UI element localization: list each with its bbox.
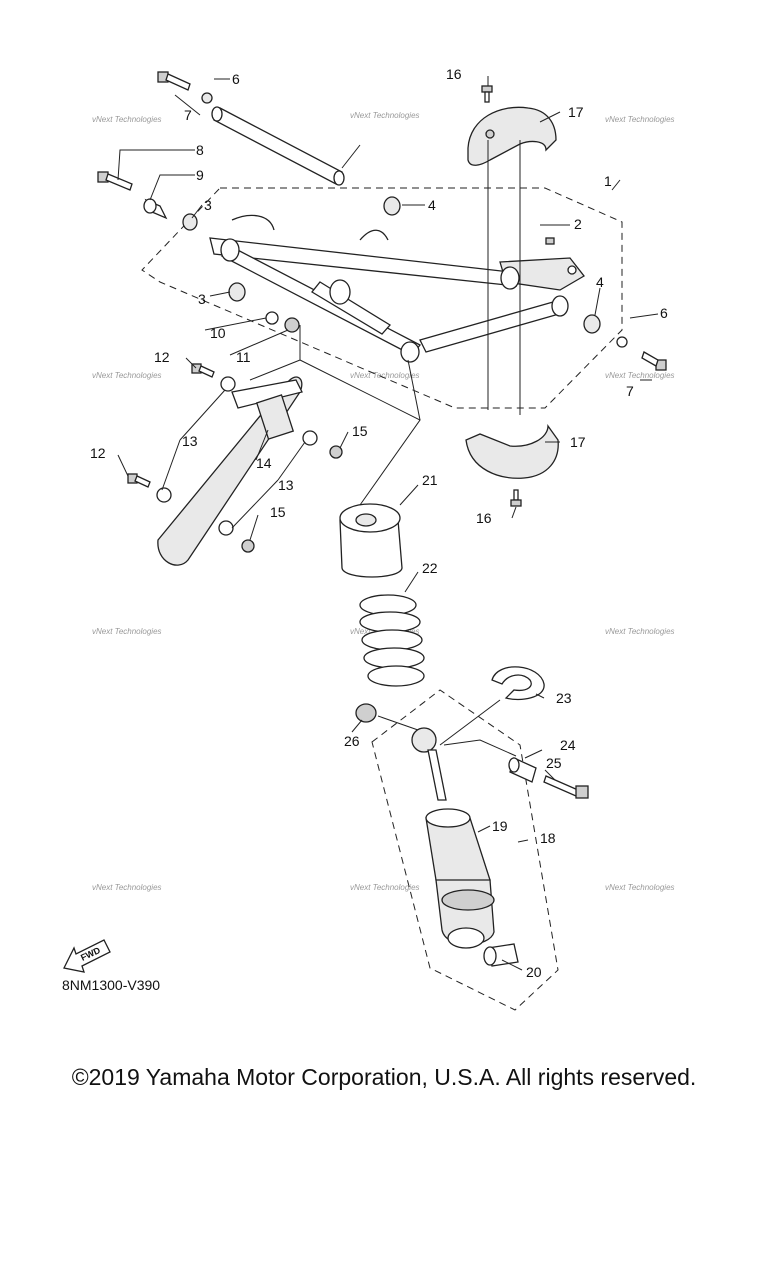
- stopper-bottom: [465, 423, 559, 479]
- callout-7: 7: [184, 107, 192, 123]
- callout-14: 14: [256, 455, 272, 471]
- screw-icon: [510, 489, 522, 507]
- callout-17: 17: [568, 104, 584, 120]
- grease-nipple-icon: [545, 237, 555, 245]
- callout-1: 1: [604, 173, 612, 189]
- callout-19: 19: [492, 818, 508, 834]
- watermark: vNext Technologies: [605, 627, 675, 636]
- watermark: vNext Technologies: [605, 115, 675, 124]
- callout-6: 6: [660, 305, 668, 321]
- callout-21: 21: [422, 472, 438, 488]
- bushing-icon: [383, 196, 401, 216]
- limiter-strap: [157, 376, 303, 566]
- copyright-notice: ©2019 Yamaha Motor Corporation, U.S.A. A…: [71, 1064, 697, 1090]
- nut-icon: [284, 317, 300, 333]
- stopper-top: [467, 106, 557, 166]
- nut-icon: [241, 539, 255, 553]
- spring-seat-ring: [491, 666, 545, 701]
- collar-icon: [483, 943, 519, 967]
- fwd-arrow-icon: FWD: [63, 939, 111, 973]
- bolt-icon: [127, 473, 151, 488]
- bushing-icon: [583, 314, 601, 334]
- watermark: vNext Technologies: [92, 371, 162, 380]
- washer-icon: [616, 336, 628, 348]
- callout-3: 3: [204, 197, 212, 213]
- callout-8: 8: [196, 142, 204, 158]
- watermarks: vNext Technologies vNext Technologies vN…: [92, 111, 675, 892]
- callout-15: 15: [352, 423, 368, 439]
- callout-15: 15: [270, 504, 286, 520]
- callout-4: 4: [596, 274, 604, 290]
- assembly-outline-1: [141, 187, 623, 409]
- callout-6: 6: [232, 71, 240, 87]
- callout-26: 26: [344, 733, 360, 749]
- bolt-icon: [191, 363, 215, 378]
- watermark: vNext Technologies: [92, 627, 162, 636]
- watermark: vNext Technologies: [350, 371, 420, 380]
- callout-22: 22: [422, 560, 438, 576]
- screw-icon: [481, 85, 493, 103]
- nut-icon: [329, 445, 343, 459]
- coil-spring: [359, 594, 425, 687]
- callout-20: 20: [526, 964, 542, 980]
- callout-18: 18: [540, 830, 556, 846]
- washer-icon: [156, 487, 172, 503]
- callout-16: 16: [476, 510, 492, 526]
- callout-12: 12: [154, 349, 170, 365]
- callout-4: 4: [428, 197, 436, 213]
- watermark: vNext Technologies: [605, 371, 675, 380]
- nut-icon: [355, 703, 377, 723]
- callout-13: 13: [182, 433, 198, 449]
- bushing-icon: [228, 282, 246, 302]
- bump-rubber: [339, 503, 403, 578]
- collar-icon: [508, 757, 537, 783]
- callout-9: 9: [196, 167, 204, 183]
- watermark: vNext Technologies: [605, 883, 675, 892]
- callout-12: 12: [90, 445, 106, 461]
- callout-10: 10: [210, 325, 226, 341]
- callout-13: 13: [278, 477, 294, 493]
- diagram-code: 8NM1300-V390: [62, 977, 161, 993]
- callout-11: 11: [236, 349, 251, 365]
- bolt-icon: [641, 351, 667, 371]
- bushing-icon: [182, 213, 198, 231]
- watermark: vNext Technologies: [350, 111, 420, 120]
- bushing-icon: [143, 198, 168, 220]
- washer-icon: [220, 376, 236, 392]
- leader-lines: [117, 76, 659, 971]
- exploded-parts-diagram: vNext Technologies vNext Technologies vN…: [63, 66, 675, 1011]
- washer-icon: [218, 520, 234, 536]
- watermark: vNext Technologies: [350, 883, 420, 892]
- callout-7: 7: [626, 383, 634, 399]
- callout-17: 17: [570, 434, 586, 450]
- watermark: vNext Technologies: [92, 883, 162, 892]
- washer-icon: [201, 92, 213, 104]
- callout-25: 25: [546, 755, 562, 771]
- watermark: vNext Technologies: [92, 115, 162, 124]
- callout-24: 24: [560, 737, 576, 753]
- callout-3: 3: [198, 291, 206, 307]
- callout-16: 16: [446, 66, 462, 82]
- swing-arm-frame: [209, 214, 585, 363]
- washer-icon: [302, 430, 318, 446]
- bolt-icon: [157, 71, 191, 91]
- cross-shaft: [211, 106, 345, 186]
- callout-labels: 6 7 8 9 3 3 10 11 4 2 1 16 17 4 6 7 17 1…: [90, 66, 668, 980]
- callout-2: 2: [574, 216, 582, 232]
- bolt-icon: [543, 775, 589, 799]
- shock-absorber: [411, 727, 495, 949]
- assembly-outline-18: [371, 689, 559, 1011]
- bolt-icon: [97, 171, 133, 191]
- callout-23: 23: [556, 690, 572, 706]
- washer-icon: [265, 311, 279, 325]
